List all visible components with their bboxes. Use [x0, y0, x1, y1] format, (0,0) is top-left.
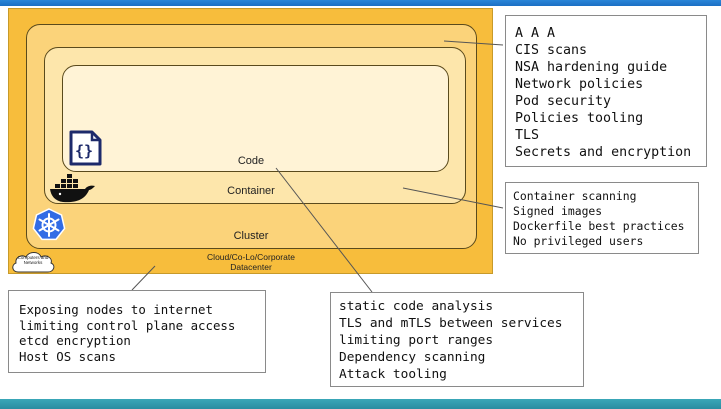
note-item: Signed images: [513, 204, 603, 218]
code-layer-label: Code: [237, 155, 265, 167]
connector-code: [275, 167, 373, 293]
general-practices-note: A A A CIS scans NSA hardening guide Netw…: [505, 15, 707, 167]
note-item: Host OS scans: [19, 348, 116, 364]
cloud-layer-label: Cloud/Co-Lo/Corporate Datacenter: [207, 252, 295, 272]
cluster-layer-label: Cluster: [233, 230, 269, 242]
kubernetes-icon: [32, 208, 66, 241]
note-item: Secrets and encryption: [515, 145, 692, 160]
note-item: static code analysis: [339, 299, 494, 314]
note-item: Container scanning: [513, 189, 637, 203]
code-practices-note: static code analysis TLS and mTLS betwee…: [330, 292, 584, 387]
note-item: Dependency scanning: [339, 350, 486, 365]
note-item: etcd encryption: [19, 333, 131, 348]
note-item: Network policies: [515, 77, 644, 92]
cloud-icon: [12, 252, 55, 273]
note-item: Dockerfile best practices: [513, 219, 685, 233]
note-item: No privileged users: [513, 234, 644, 248]
note-item: Pod security: [515, 94, 612, 109]
svg-text:{}: {}: [75, 142, 93, 160]
bottom-accent-bar: [0, 399, 721, 409]
note-item: NSA hardening guide: [515, 60, 668, 75]
note-item: CIS scans: [515, 43, 588, 58]
docker-icon: [50, 174, 95, 203]
cloud-icon-label: Computers and Networks: [17, 255, 49, 265]
container-layer-label: Container: [227, 185, 275, 197]
connector-cluster: [131, 265, 156, 291]
braces-icon: {}: [69, 130, 102, 166]
connector-container: [402, 187, 504, 209]
note-item: Exposing nodes to internet: [19, 302, 213, 317]
note-item: Policies tooling: [515, 111, 644, 126]
connector-general: [443, 40, 504, 46]
container-practices-note: Container scanning Signed images Dockerf…: [505, 182, 699, 254]
note-item: A A A: [515, 26, 556, 41]
note-item: limiting port ranges: [339, 333, 494, 348]
note-item: TLS and mTLS between services: [339, 316, 563, 331]
top-accent-bar: [0, 0, 721, 6]
note-item: TLS: [515, 128, 540, 143]
code-layer: [62, 65, 449, 172]
note-item: limiting control plane access: [19, 317, 236, 333]
note-item: Attack tooling: [339, 367, 447, 382]
cluster-practices-note: Exposing nodes to internet limiting cont…: [8, 290, 266, 373]
